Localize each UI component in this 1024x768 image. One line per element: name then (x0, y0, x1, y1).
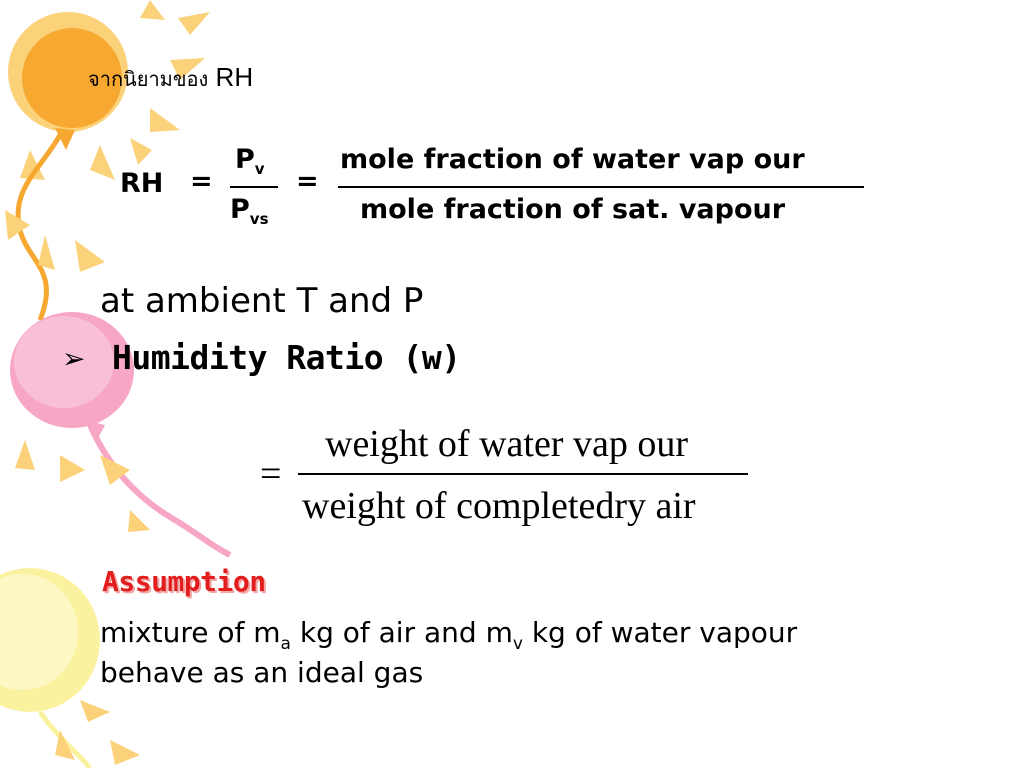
w-numerator: weight of water vap our (325, 423, 688, 465)
rh-equals-2: = (296, 166, 319, 197)
arrow-bullet-icon: ➢ (62, 342, 86, 375)
rh-fraction-bar-2 (338, 186, 864, 188)
orange-sun-decoration (8, 0, 210, 321)
slide-heading: จากนิยามของ RH (88, 62, 253, 95)
rh-equals-1: = (190, 166, 213, 197)
w-fraction-bar (298, 473, 748, 475)
w-equals: = (260, 453, 282, 495)
rh-mole-fraction-numerator: mole fraction of water vap our (340, 144, 805, 175)
w-denominator: weight of completedry air (302, 485, 696, 527)
rh-fraction-numerator: Pv (235, 144, 265, 178)
rh-mole-fraction-denominator: mole fraction of sat. vapour (360, 194, 786, 225)
ambient-condition-text: at ambient T and P (100, 281, 424, 321)
heading-thai-text: จากนิยามของ (88, 67, 209, 91)
rh-fraction-bar-1 (230, 186, 278, 188)
assumption-title: Assumption (102, 565, 266, 598)
heading-rh-text: RH (215, 62, 254, 92)
assumption-line-2: behave as an ideal gas (100, 656, 424, 689)
humidity-ratio-title: Humidity Ratio (w) (112, 338, 461, 377)
rh-fraction-denominator: Pvs (230, 194, 269, 228)
rh-lhs: RH (120, 168, 164, 199)
assumption-line-1: mixture of ma kg of air and mv kg of wat… (100, 616, 798, 654)
